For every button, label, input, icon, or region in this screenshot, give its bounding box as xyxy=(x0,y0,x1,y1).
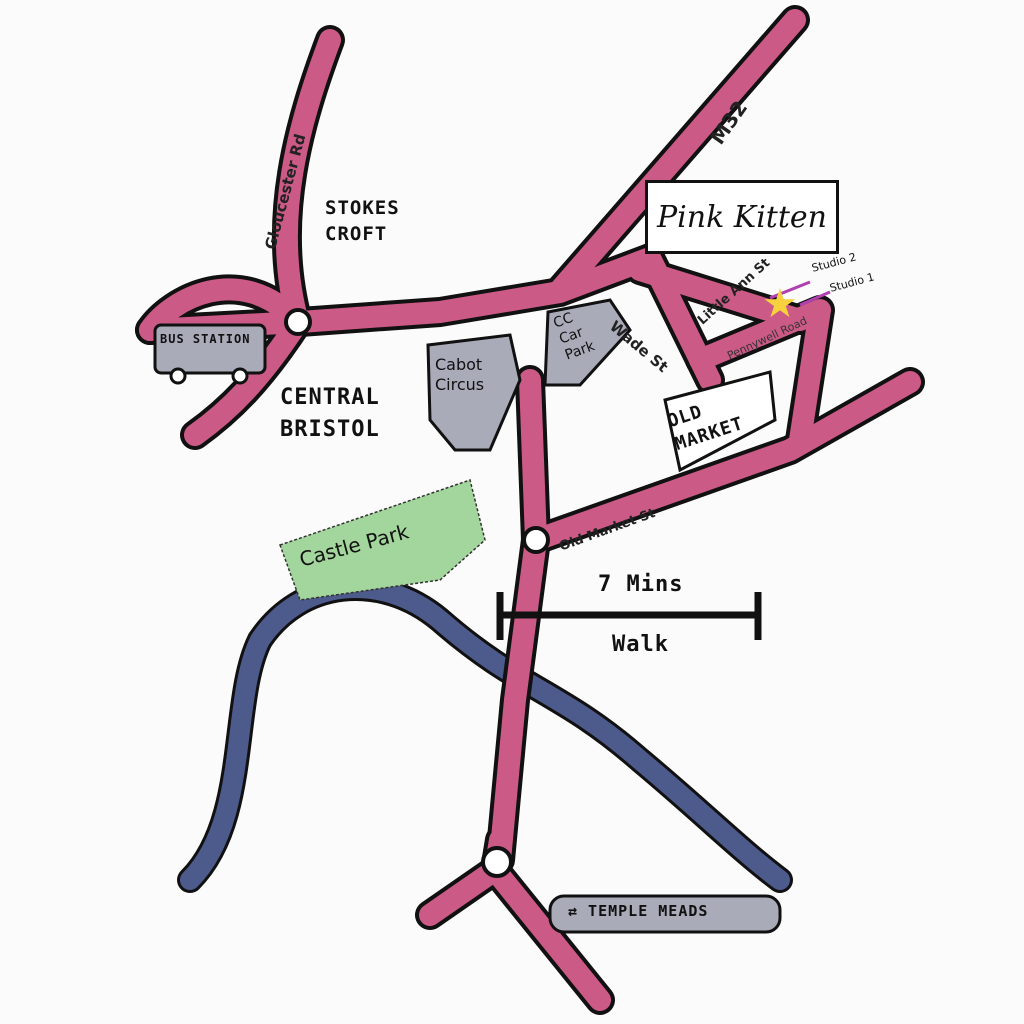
arrow-icon xyxy=(769,280,811,300)
road-south xyxy=(489,369,547,871)
scale-bar xyxy=(496,592,762,640)
road-old-market-st xyxy=(525,371,921,551)
road-gloucester xyxy=(275,29,341,333)
area-central-bristol: CENTRAL BRISTOL xyxy=(280,385,380,442)
roads xyxy=(139,9,921,1011)
area-stokes-croft: STOKES CROFT xyxy=(325,197,400,245)
bus-station-label: BUS STATION xyxy=(160,332,251,346)
pink-kitten-logo: Pink Kitten xyxy=(645,180,839,254)
road-m32 xyxy=(549,9,806,301)
train-icon xyxy=(548,894,782,934)
old-market-block xyxy=(663,370,777,473)
roundabout xyxy=(481,846,513,878)
roundabout xyxy=(522,526,550,554)
roundabout xyxy=(284,308,312,336)
cabot-circus-area xyxy=(426,333,522,452)
scale-bar-top-label: 7 Mins xyxy=(598,572,684,597)
star-icon: ★ xyxy=(762,281,798,326)
bus-icon xyxy=(153,323,267,375)
temple-meads-label: ⇄ TEMPLE MEADS xyxy=(568,902,709,920)
cabot-circus-label: Cabot Circus xyxy=(435,355,485,394)
arrow-icon xyxy=(799,290,831,307)
scale-bar-bottom-label: Walk xyxy=(612,632,669,657)
castle-park-area xyxy=(279,479,486,601)
cc-car-park-area xyxy=(543,298,632,387)
